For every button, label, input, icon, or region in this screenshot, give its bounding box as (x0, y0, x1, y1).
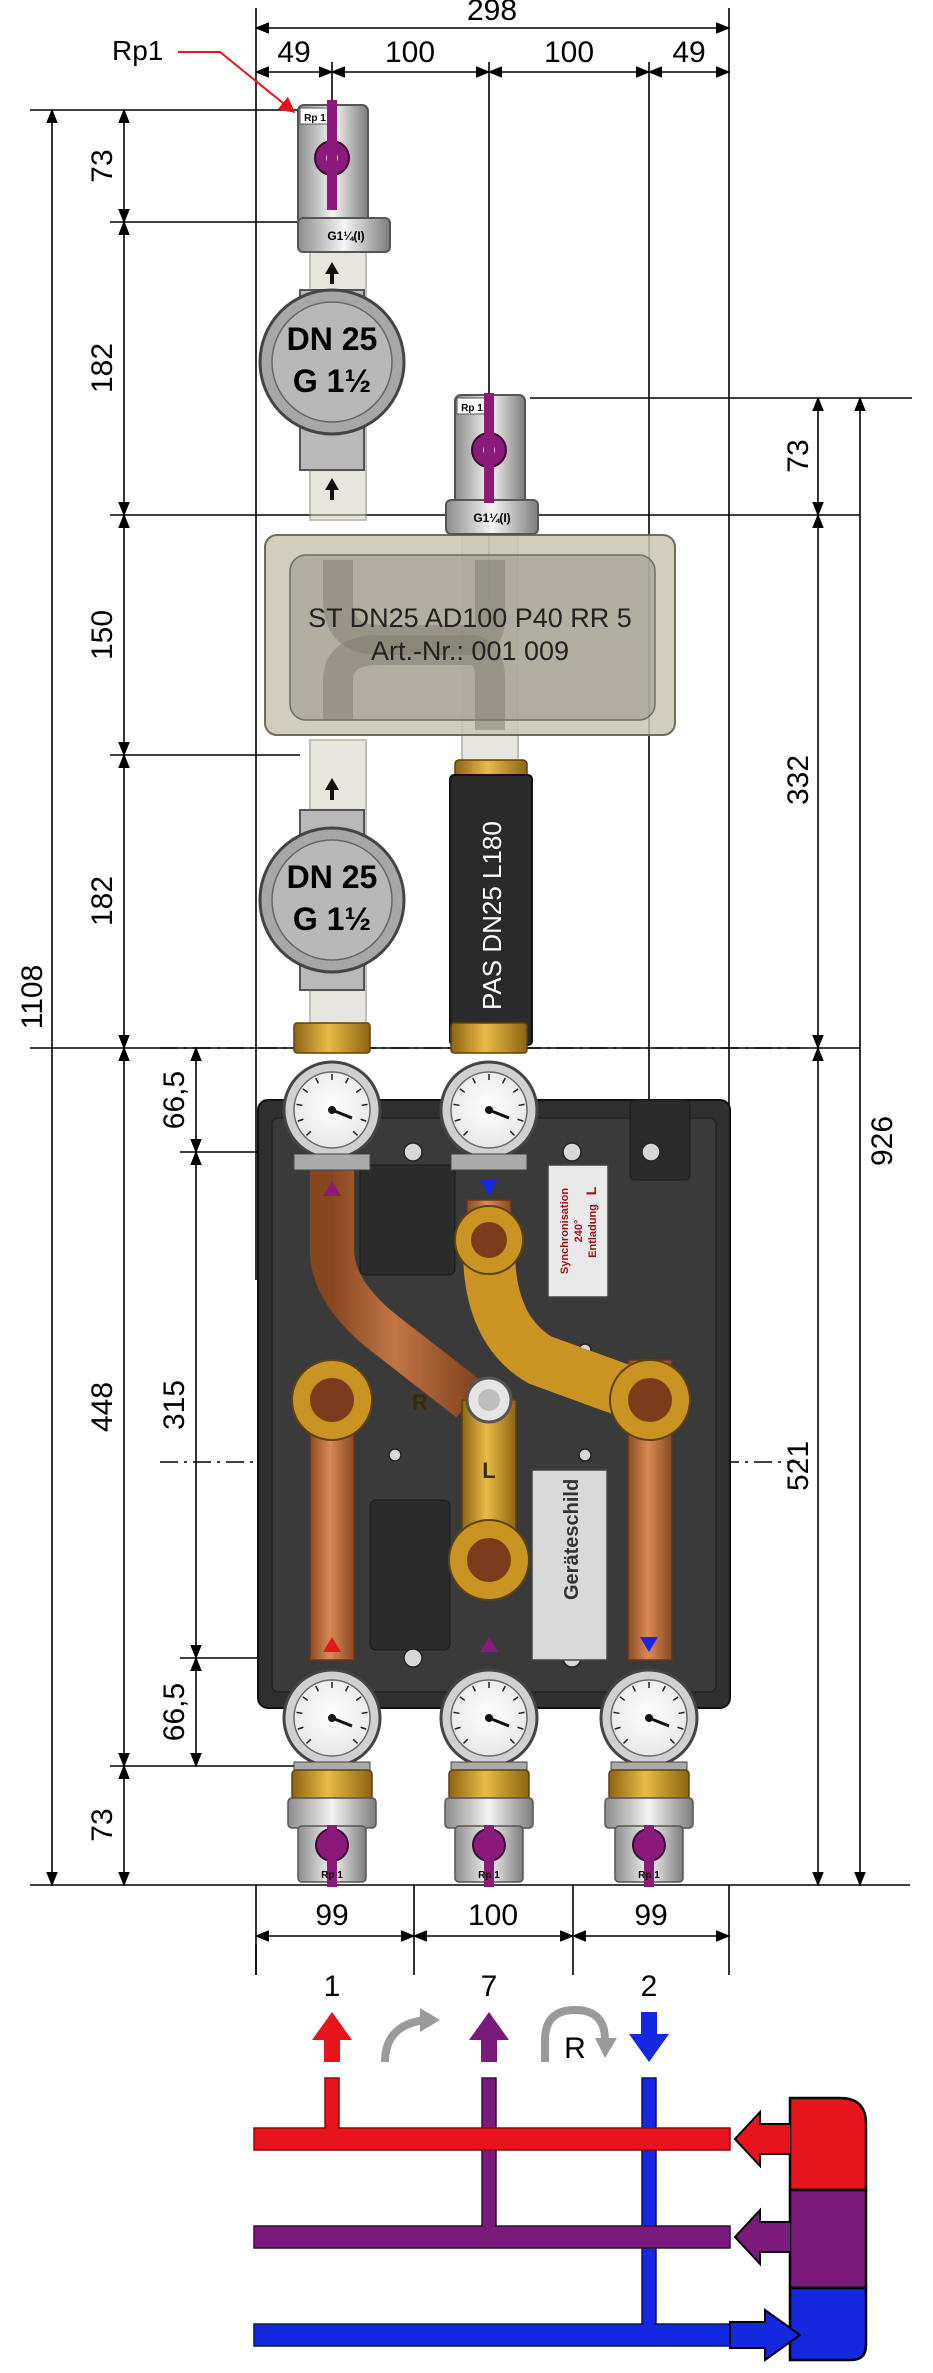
bottom-valve: Rp 1 (287, 1769, 377, 1887)
dim-top-seg-2: 100 (385, 36, 435, 69)
dim-right-seg-2: 332 (782, 755, 815, 805)
dim-left-seg-2: 182 (86, 343, 119, 393)
curved-arrow-grey (381, 2008, 440, 2063)
bottom-valve: Rp 1 (444, 1769, 534, 1887)
bottom-valve: Rp 1 (604, 1769, 694, 1887)
mixer-r-letter: R (412, 1390, 428, 1415)
insulated-pipe: PAS DN25 L180 (449, 759, 533, 1046)
dim-inner-1: 66,5 (158, 1071, 191, 1129)
arrow-down-blue (629, 2012, 669, 2062)
nameplate: Geräteschild (531, 1469, 608, 1661)
dim-left-seg-6: 73 (86, 1808, 119, 1841)
dim-inner-3: 66,5 (158, 1683, 191, 1741)
arrow-up-purple (469, 2012, 509, 2062)
thermometer-gauge (439, 1668, 539, 1779)
bottom-ball-valves: Rp 1 Rp 1 Rp 1 (287, 1769, 694, 1887)
valve-rp1-label: Rp 1 (638, 1870, 660, 1881)
flow-schematic: R (253, 2005, 868, 2362)
pump-label-line2: G 1½ (293, 363, 371, 399)
dim-bottom-3: 99 (634, 1899, 667, 1932)
tag-line2: 240° (573, 1220, 585, 1243)
valve-rp1-label: Rp 1 (461, 403, 483, 414)
pump-label-line1: DN 25 (287, 859, 378, 895)
dim-left-seg-5: 448 (86, 1382, 119, 1432)
dim-inner-2: 315 (158, 1380, 191, 1430)
rp1-callout-label: Rp1 (112, 35, 163, 66)
dim-right-overall: 926 (866, 1116, 899, 1166)
synchronisation-tag: Synchronisation 240° Entladung L (547, 1164, 609, 1298)
dim-top-seg-1: 49 (277, 36, 310, 69)
dim-bottom-1: 99 (315, 1899, 348, 1932)
thermometer-gauge (282, 1060, 382, 1171)
pump-label-line1: DN 25 (287, 321, 378, 357)
mixer-l-letter: L (482, 1458, 495, 1483)
block-label-line2: Art.-Nr.: 001 009 (371, 636, 569, 666)
dim-bottom-2: 100 (468, 1899, 518, 1932)
dim-top-seg-4: 49 (672, 36, 705, 69)
brass-nuts-top (293, 1022, 528, 1054)
pump-label-line2: G 1½ (293, 901, 371, 937)
dimension-labels: 298 49 100 100 49 1108 73 182 150 182 44… (16, 0, 899, 2003)
thermometer-gauge (599, 1668, 699, 1779)
valve-rp1-label: Rp 1 (478, 1870, 500, 1881)
dim-overall-height: 1108 (16, 965, 49, 1030)
valve-rp1-label: Rp 1 (321, 1870, 343, 1881)
tag-line1: Synchronisation (559, 1188, 571, 1274)
dim-right-seg-1: 73 (782, 439, 815, 472)
storage-tank (729, 2096, 868, 2362)
thermometer-gauge (282, 1668, 382, 1779)
rp1-callout: Rp1 (112, 35, 296, 114)
union-label: G1¼(I) (327, 229, 364, 243)
arrow-up-red (312, 2012, 352, 2062)
valve-rp1-label: Rp 1 (304, 113, 326, 124)
pump-lower: DN 25 G 1½ (258, 809, 406, 991)
thermometers (282, 1060, 699, 1779)
top-valve-middle: Rp 1 G1¼(I) (445, 393, 539, 535)
top-valve-left: Rp 1 G1¼(I) (297, 100, 391, 253)
check-valve-block: ST DN25 AD100 P40 RR 5 Art.-Nr.: 001 009 (264, 534, 676, 736)
dim-right-seg-3: 521 (782, 1441, 815, 1491)
pipe-label: PAS DN25 L180 (477, 821, 507, 1010)
mixer-assembly: R L (291, 1160, 691, 1661)
dim-left-seg-3: 150 (86, 610, 119, 660)
tag-line3: Entladung (587, 1204, 599, 1258)
port-number-7: 7 (481, 1970, 498, 2003)
rotation-r-label: R (564, 2032, 586, 2065)
tag-line4: L (583, 1186, 599, 1195)
dim-left-seg-4: 182 (86, 876, 119, 926)
flow-triangles (323, 1180, 658, 1652)
rotation-arrow-r: R (541, 2005, 617, 2065)
block-label-line1: ST DN25 AD100 P40 RR 5 (308, 603, 632, 633)
flow-direction-arrows (325, 262, 339, 800)
dim-top-seg-3: 100 (544, 36, 594, 69)
nameplate-label: Geräteschild (561, 1479, 583, 1600)
dim-overall-width: 298 (467, 0, 517, 27)
union-label: G1¼(I) (473, 511, 510, 525)
port-number-2: 2 (641, 1970, 658, 2003)
dim-left-seg-1: 73 (86, 149, 119, 182)
pump-upper: DN 25 G 1½ (258, 288, 406, 471)
port-number-1: 1 (324, 1970, 341, 2003)
thermometer-gauge (439, 1060, 539, 1171)
